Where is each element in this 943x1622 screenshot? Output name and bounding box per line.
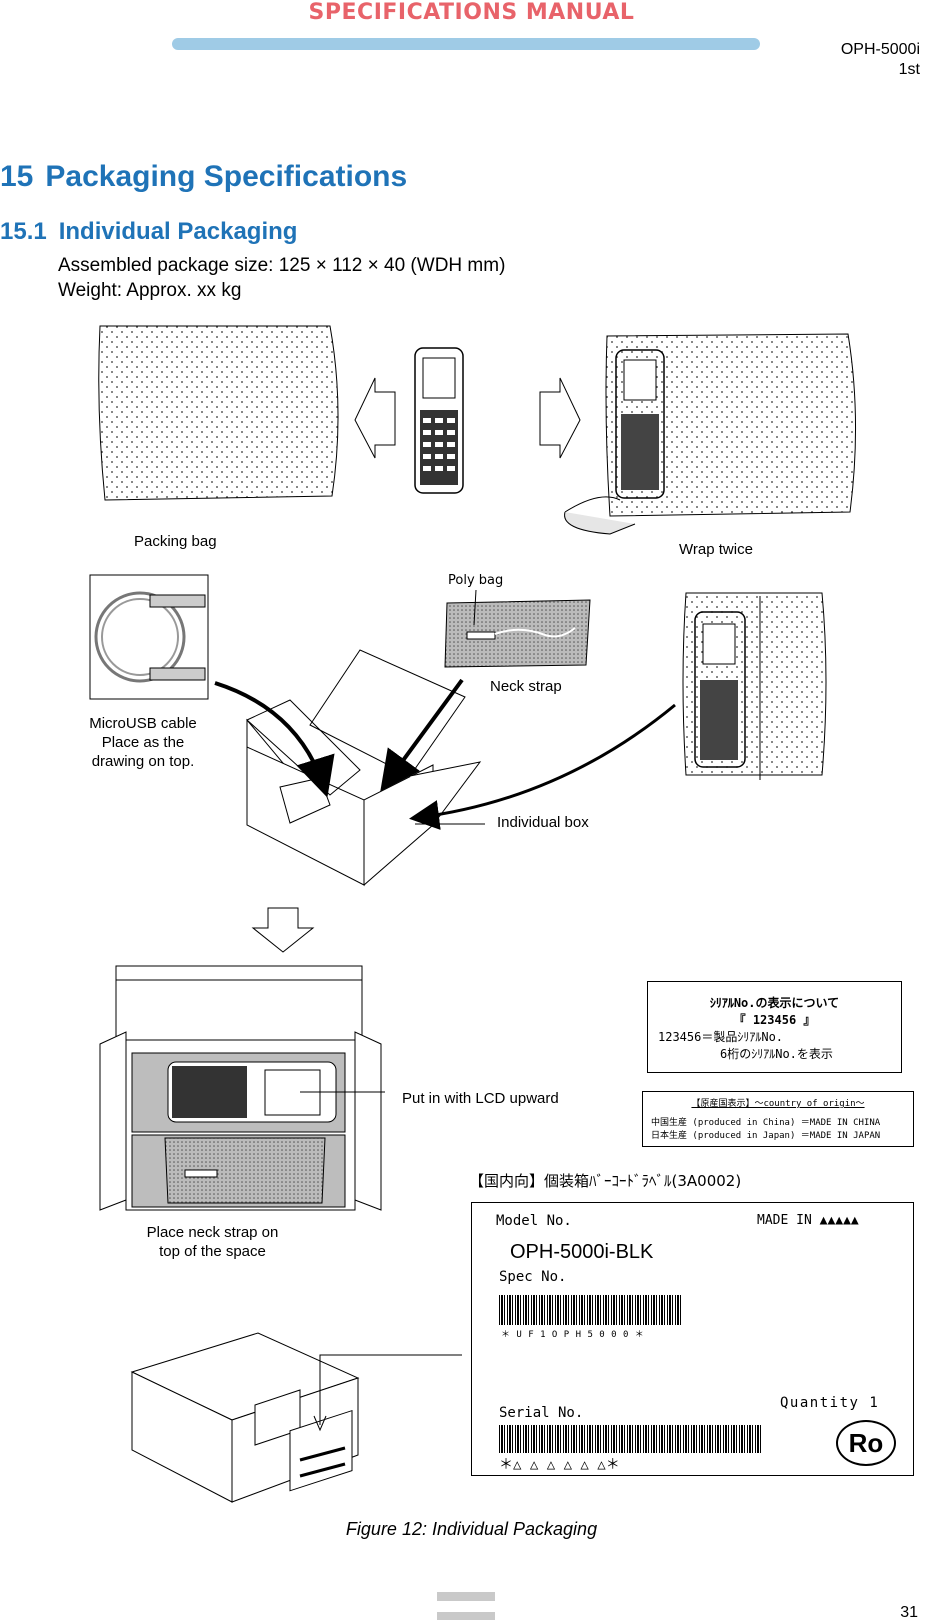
wrapped-phone-illustration [564, 333, 857, 535]
packaging-figure [89, 325, 857, 1503]
model-value: OPH-5000i-BLK [510, 1241, 654, 1263]
microusb-label-line2: Place as the [101, 734, 185, 751]
header-decorative-bar [172, 38, 760, 50]
individual-box-label: Individual box [497, 814, 589, 831]
wrapped-phone-bag-illustration [682, 592, 827, 780]
origin-note-title: 【原産国表示】～country of origin～ [691, 1099, 865, 1109]
arrow-strap-into-box [380, 678, 464, 792]
footer-decorative-bar-lower [437, 1612, 495, 1620]
lcd-upward-label: Put in with LCD upward [402, 1090, 559, 1107]
spec-no-label: Spec No. [499, 1269, 567, 1285]
arrow-phone-into-box [409, 703, 676, 830]
arrow-right-hollow [539, 377, 581, 459]
quantity-label: Quantity 1 [780, 1395, 880, 1411]
neck-strap-place-line2: top of the space [159, 1243, 266, 1260]
serial-no-label: Serial No. [499, 1405, 584, 1421]
microusb-label-line3: drawing on top. [91, 753, 195, 770]
section-number: 15 [0, 160, 34, 193]
header-model-info: OPH-5000i 1st [841, 40, 920, 80]
serial-note-example: 『 123456 』 [733, 1013, 816, 1027]
arrow-down-hollow [251, 907, 315, 953]
packing-bag-label: Packing bag [134, 533, 217, 550]
individual-box-illustration [246, 649, 482, 887]
packing-bag-illustration [98, 325, 339, 501]
spec-code: ＊ U F 1 O P H 5 0 0 0 ＊ [501, 1330, 645, 1340]
model-no-label: Model No. [496, 1213, 572, 1229]
poly-bag-illustration [444, 589, 591, 668]
wrap-twice-label: Wrap twice [679, 541, 753, 558]
made-in-label: MADE IN ▲▲▲▲▲ [757, 1213, 859, 1228]
manual-header-title: SPECIFICATIONS MANUAL [308, 0, 635, 25]
section-heading: 15 Packaging Specifications [0, 160, 407, 194]
neck-strap-place-label: Place neck strap on top of the space [130, 1223, 295, 1261]
neck-strap-place-line1: Place neck strap on [146, 1224, 279, 1241]
serial-barcode [499, 1425, 761, 1453]
barcode-label-caption: 【国内向】個装箱ﾊﾞｰｺｰﾄﾞﾗﾍﾞﾙ(3A0002) [469, 1172, 742, 1190]
ro-mark-icon: Ro [836, 1420, 896, 1466]
subsection-heading: 15.1 Individual Packaging [0, 218, 297, 246]
serial-note-line4: 6桁のｼﾘｱﾙNo.を表示 [720, 1047, 833, 1061]
packed-box-illustration [99, 965, 385, 1211]
spec-barcode [499, 1295, 681, 1325]
origin-note-box: 【原産国表示】～country of origin～ 中国生産 (produce… [642, 1091, 914, 1147]
header-model: OPH-5000i [840, 41, 920, 58]
package-size-text: Assembled package size: 125 × 112 × 40 (… [58, 255, 506, 276]
header-edition: 1st [898, 61, 920, 78]
arrow-cable-into-box [214, 681, 335, 798]
section-title: Packaging Specifications [45, 160, 408, 193]
microusb-label-line1: MicroUSB cable [89, 715, 197, 732]
serial-note-box: ｼﾘｱﾙNo.の表示について 『 123456 』 123456＝製品ｼﾘｱﾙN… [647, 981, 902, 1073]
figure-caption: Figure 12: Individual Packaging [345, 1519, 598, 1539]
footer-decorative-bar [437, 1592, 495, 1601]
microusb-cable-illustration [89, 574, 209, 700]
serial-note-title: ｼﾘｱﾙNo.の表示について [709, 996, 840, 1010]
neck-strap-label: Neck strap [490, 678, 562, 695]
microusb-label: MicroUSB cable Place as the drawing on t… [78, 714, 208, 771]
page-number: 31 [900, 1604, 918, 1621]
serial-code: ＊△ △ △ △ △ △＊ [499, 1457, 620, 1473]
arrow-left-hollow [354, 377, 396, 459]
serial-note-line3: 123456＝製品ｼﾘｱﾙNo. [658, 1030, 784, 1044]
origin-china: 中国生産 (produced in China) ＝MADE IN CHINA [651, 1118, 881, 1128]
closed-box-illustration [130, 1332, 462, 1503]
origin-japan: 日本生産 (produced in Japan) ＝MADE IN JAPAN [651, 1131, 881, 1141]
weight-text: Weight: Approx. xx kg [58, 280, 242, 301]
phone-illustration [414, 347, 464, 494]
subsection-number: 15.1 [0, 218, 47, 245]
poly-bag-label: Poly bag [448, 573, 504, 588]
subsection-title: Individual Packaging [58, 218, 298, 245]
